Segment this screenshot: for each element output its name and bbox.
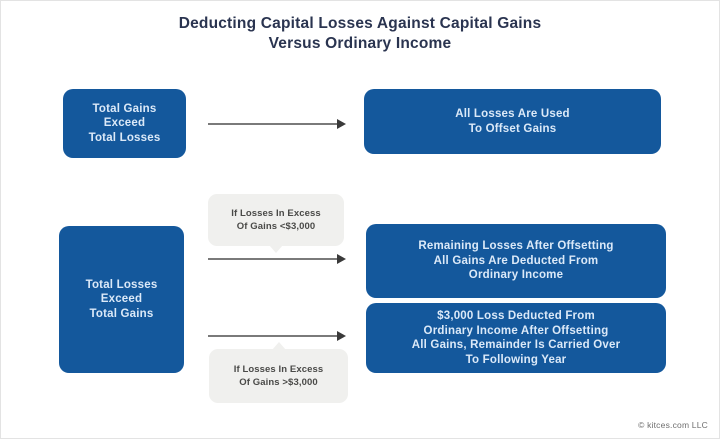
node-text-line: To Following Year: [465, 353, 567, 366]
node-text-line: All Gains Are Deducted From: [433, 254, 599, 267]
condition-text-line: Of Gains >$3,000: [239, 377, 318, 388]
diagram-title-line1: Deducting Capital Losses Against Capital…: [178, 15, 542, 32]
condition-label-losses-under-3000: If Losses In Excess Of Gains <$3,000: [208, 194, 344, 246]
node-text-line: Total Gains: [92, 102, 157, 115]
arrow-losses-to-remaining-icon: [208, 254, 346, 264]
node-remaining-losses-deducted-ordinary-income: Remaining Losses After Offsetting All Ga…: [366, 224, 666, 298]
condition-text-line: If Losses In Excess: [231, 208, 321, 219]
arrow-losses-to-3000-icon: [208, 331, 346, 341]
node-text-line: Ordinary Income After Offsetting: [423, 324, 609, 337]
condition-text-line: Of Gains <$3,000: [236, 221, 316, 232]
diagram-title-line2: Versus Ordinary Income: [268, 35, 452, 52]
node-text-line: Exceed: [103, 117, 146, 130]
node-text-line: Exceed: [100, 293, 143, 306]
node-text-line: Total Losses: [88, 131, 161, 144]
node-text-line: To Offset Gains: [468, 122, 557, 135]
node-total-gains-exceed-total-losses: Total Gains Exceed Total Losses: [63, 89, 186, 158]
node-3000-loss-deducted-remainder-carried-over: $3,000 Loss Deducted From Ordinary Incom…: [366, 303, 666, 373]
condition-text-line: If Losses In Excess: [233, 364, 324, 375]
node-text-line: All Losses Are Used: [455, 108, 570, 120]
node-text-line: Total Gains: [89, 307, 154, 320]
node-text-line: $3,000 Loss Deducted From: [437, 310, 595, 322]
node-text-line: Ordinary Income: [468, 269, 564, 282]
node-text-line: Total Losses: [85, 278, 158, 291]
copyright-notice: © kitces.com LLC: [638, 420, 708, 430]
node-all-losses-used-to-offset-gains: All Losses Are Used To Offset Gains: [364, 89, 661, 154]
node-text-line: Remaining Losses After Offsetting: [418, 240, 614, 253]
arrow-gains-to-offset-icon: [208, 119, 346, 129]
condition-label-losses-over-3000: If Losses In Excess Of Gains >$3,000: [209, 349, 348, 403]
diagram-title: Deducting Capital Losses Against Capital…: [1, 14, 719, 54]
node-text-line: All Gains, Remainder Is Carried Over: [411, 339, 621, 351]
node-total-losses-exceed-total-gains: Total Losses Exceed Total Gains: [59, 226, 184, 373]
